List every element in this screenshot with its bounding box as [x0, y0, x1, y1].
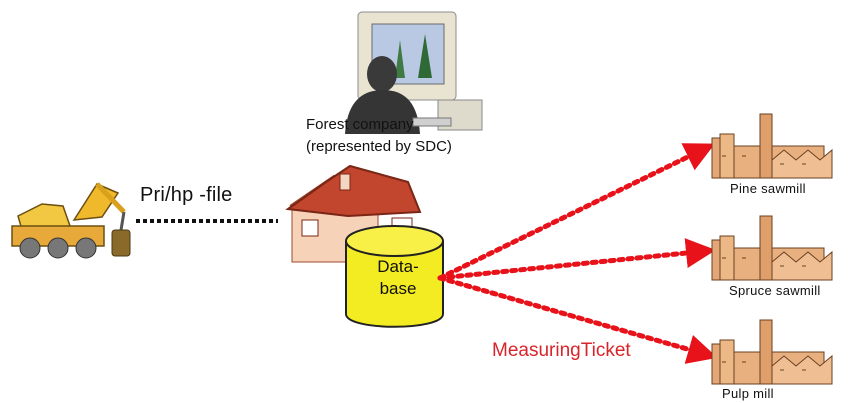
- factory-icon-pulp: [711, 319, 833, 385]
- forest-company-line-1: Forest company: [306, 116, 414, 133]
- forest-company-label: Forest company (represented by SDC): [306, 114, 452, 158]
- spruce-sawmill-label: Spruce sawmill: [729, 283, 821, 298]
- forest-company-line-2: (represented by SDC): [306, 138, 452, 155]
- computer-user-icon: [345, 11, 483, 134]
- house-icon: [285, 164, 422, 263]
- factory-icon-spruce: [711, 215, 833, 281]
- database-cylinder: [345, 225, 444, 328]
- database-label-line-2: base: [379, 279, 417, 298]
- pulp-mill-label: Pulp mill: [722, 386, 774, 401]
- arrow-to-pulp-mill: [437, 275, 718, 364]
- ticket-arrows: [437, 143, 718, 364]
- arrow-to-pine-sawmill: [437, 143, 715, 281]
- measuring-ticket-label: MeasuringTicket: [492, 340, 631, 361]
- harvester-icon: [11, 182, 131, 259]
- pine-sawmill-label: Pine sawmill: [730, 181, 806, 196]
- file-link-label: Pri/hp -file: [140, 184, 233, 206]
- factory-icon-pine: [711, 113, 833, 179]
- database-label-line-1: Data-: [377, 257, 419, 276]
- arrow-to-spruce-sawmill: [437, 238, 716, 281]
- database-label: Data- base: [354, 256, 442, 300]
